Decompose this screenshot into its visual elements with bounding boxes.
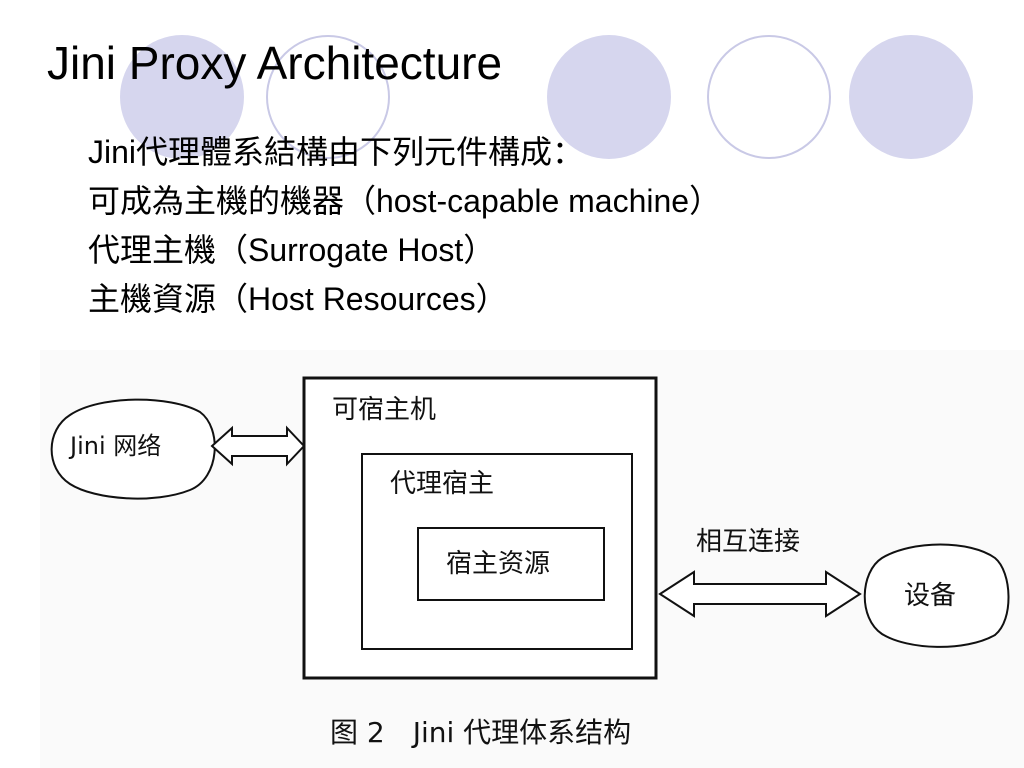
host-resources-box: [417, 527, 605, 601]
body-line: 代理主機（Surrogate Host）: [88, 232, 496, 268]
jini-network-bubble: [50, 398, 216, 500]
device-link-arrow: [658, 570, 862, 618]
decor-ring: [266, 35, 390, 159]
device-bubble: [863, 543, 1010, 648]
decor-circle: [547, 35, 671, 159]
interconnect-label: 相互连接: [696, 527, 800, 557]
network-link-arrow: [210, 425, 306, 467]
jini-network-label: Jini 网络: [68, 432, 161, 460]
architecture-figure: Jini 网络 可宿主机 代理宿主 宿主资源 相互连接 设备 图 2 Jini …: [40, 350, 1024, 768]
architecture-diagram: Jini 网络 可宿主机 代理宿主 宿主资源 相互连接 设备 图 2 Jini …: [50, 376, 1010, 749]
decor-circle: [849, 35, 973, 159]
figure-caption: 图 2 Jini 代理体系结构: [330, 716, 631, 749]
body-line: 主機資源（Host Resources）: [88, 281, 508, 317]
device-label: 设备: [904, 581, 956, 611]
slide-title: Jini Proxy Architecture: [47, 37, 503, 89]
host-capable-label: 可宿主机: [332, 395, 436, 425]
body-line: Jini代理體系結構由下列元件構成：: [88, 134, 585, 170]
surrogate-host-label: 代理宿主: [390, 469, 494, 499]
slide-body: Jini代理體系結構由下列元件構成： 可成為主機的機器（host-capable…: [88, 128, 721, 324]
decor-ring: [707, 35, 831, 159]
body-line: 可成為主機的機器（host-capable machine）: [88, 183, 722, 219]
decor-circle: [120, 35, 244, 159]
host-resources-label: 宿主资源: [446, 549, 550, 579]
